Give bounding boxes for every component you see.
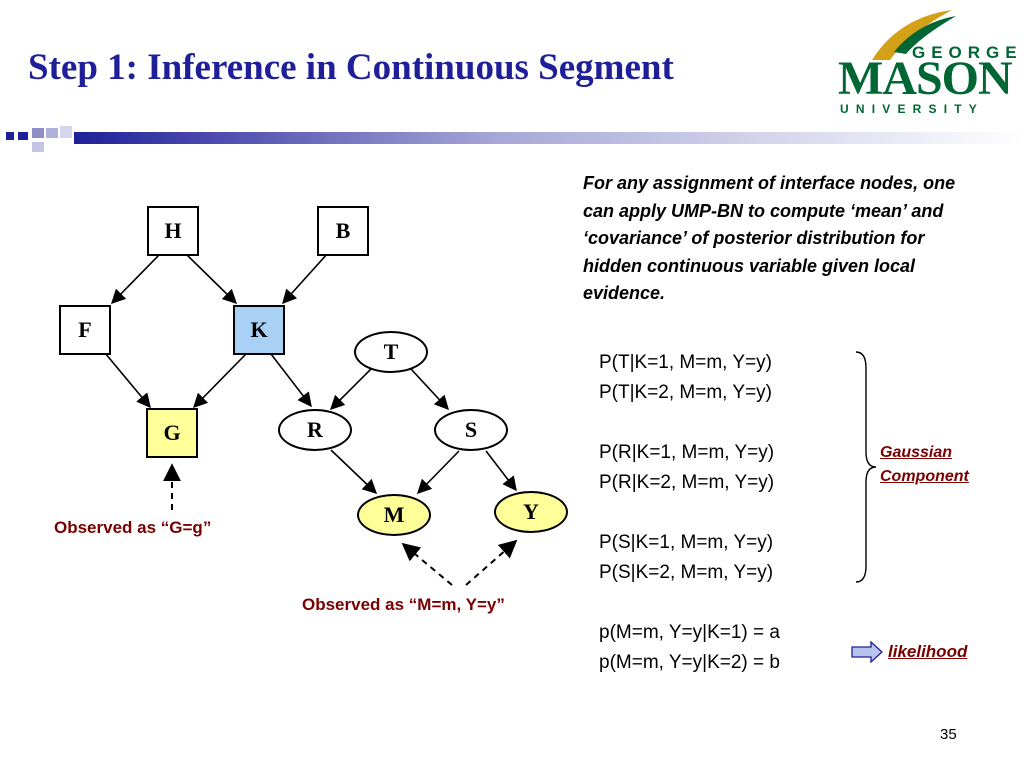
node-b: B (317, 206, 369, 256)
edge-t-r (329, 368, 372, 411)
edge-h-f (110, 253, 161, 305)
gaussian-label-line: Component (880, 468, 969, 485)
gaussian-prob-item: P(T|K=2, M=m, Y=y) (599, 382, 772, 403)
gaussian-prob-item: P(S|K=2, M=m, Y=y) (599, 562, 774, 583)
edge-k-r (270, 353, 312, 408)
edge-r-m (330, 449, 378, 494)
logo-top-text: GEORGE (912, 43, 1016, 62)
gaussian-prob-item: P(T|K=1, M=m, Y=y) (599, 352, 772, 373)
observed-g-label: Observed as “G=g” (54, 518, 212, 537)
edge-t-s (410, 368, 449, 411)
edge-f-g (104, 352, 151, 409)
edge-h-k (185, 253, 238, 305)
edge-b-k (282, 252, 329, 305)
node-g: G (146, 408, 198, 458)
observation-y-arrow (465, 539, 518, 586)
logo-bottom-text: UNIVERSITY (840, 102, 984, 116)
gaussian-prob-item (599, 408, 774, 438)
likelihood-label: likelihood (888, 642, 968, 661)
likelihood-prob-list: p(M=m, Y=y|K=1) = a p(M=m, Y=y|K=2) = b (599, 618, 780, 678)
description-text: For any assignment of interface nodes, o… (583, 173, 956, 303)
gaussian-prob-item (599, 498, 774, 528)
likelihood-prob-item: p(M=m, Y=y|K=1) = a (599, 622, 780, 643)
node-k: K (233, 305, 285, 355)
gaussian-component-label: Gaussian Component (880, 441, 969, 489)
gaussian-prob-item: P(S|K=1, M=m, Y=y) (599, 532, 774, 553)
node-f: F (59, 305, 111, 355)
gaussian-prob-list: P(T|K=1, M=m, Y=y) P(T|K=2, M=m, Y=y) P(… (599, 348, 774, 588)
node-r: R (278, 409, 352, 451)
node-h: H (147, 206, 199, 256)
edge-s-y (485, 450, 517, 492)
gaussian-prob-item: P(R|K=1, M=m, Y=y) (599, 442, 775, 463)
logo-main-text: MASON (838, 52, 1013, 105)
gaussian-label-line: Gaussian (880, 444, 953, 461)
node-t: T (354, 331, 428, 373)
right-brace-icon (855, 351, 877, 583)
page-number: 35 (940, 726, 957, 743)
edge-s-m (416, 450, 460, 495)
edge-k-g (192, 353, 247, 409)
node-m: M (357, 494, 431, 536)
observed-my-label: Observed as “M=m, Y=y” (302, 595, 505, 614)
node-y: Y (494, 491, 568, 533)
right-arrow-icon (851, 641, 883, 663)
george-mason-logo: GEORGE MASON UNIVERSITY (838, 10, 1016, 116)
node-s: S (434, 409, 508, 451)
likelihood-prob-item: p(M=m, Y=y|K=2) = b (599, 652, 780, 673)
gaussian-prob-item: P(R|K=2, M=m, Y=y) (599, 472, 775, 493)
title-divider (6, 126, 1024, 152)
observation-m-arrow (401, 542, 453, 586)
slide-title: Step 1: Inference in Continuous Segment (28, 47, 674, 88)
